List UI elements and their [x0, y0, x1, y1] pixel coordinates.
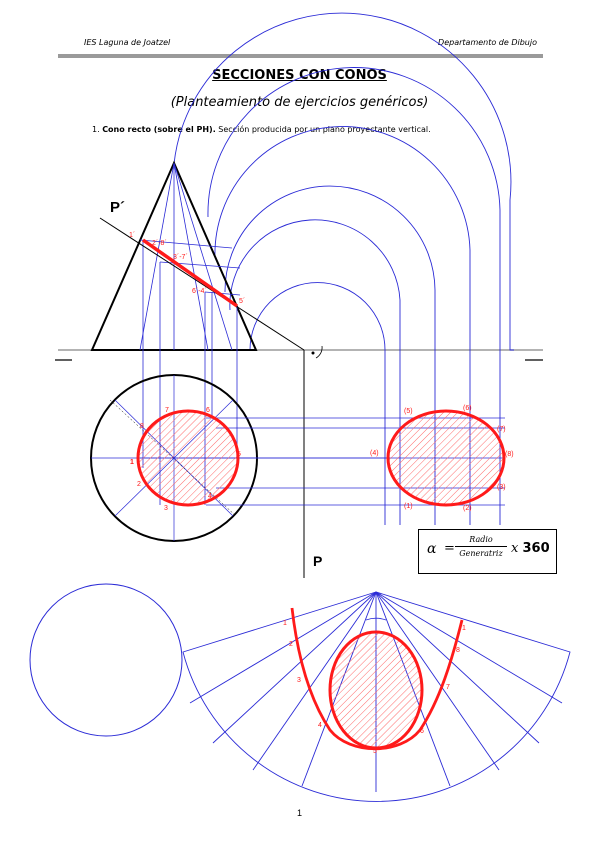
- dev-label-6: 6: [420, 728, 424, 735]
- rotation-arcs: [173, 12, 514, 525]
- true-label-6: (6): [463, 405, 472, 412]
- formula-fraction: Radio Generatriz: [455, 535, 507, 558]
- dev-label-2: 2: [289, 641, 293, 648]
- section-true-shape: [386, 409, 506, 507]
- formula-equals: =: [444, 541, 455, 556]
- true-label-4: (4): [370, 450, 379, 457]
- right-angle-dot: [311, 351, 315, 355]
- exercise-bold-text: Cono recto (sobre el PH).: [102, 125, 216, 134]
- exercise-text: Sección producida por un plano proyectan…: [215, 125, 431, 134]
- plan-label-5: 5: [237, 451, 241, 458]
- formula-denominator: Generatriz: [459, 549, 503, 558]
- dev-label-3: 3: [297, 677, 301, 684]
- formula-alpha: α: [427, 541, 437, 557]
- true-label-8: (8): [505, 451, 514, 458]
- page-number: 1: [296, 808, 302, 818]
- header-department: Departamento de Dibujo: [438, 38, 537, 47]
- exercise-number: 1.: [92, 125, 100, 134]
- formula-times: x: [511, 541, 519, 556]
- true-label-7: (7): [497, 426, 506, 433]
- true-label-3: (3): [497, 484, 506, 491]
- elev-label-6-4: 6´-4´: [192, 288, 207, 295]
- plane-label-p: P: [313, 553, 323, 569]
- page-subtitle: (Planteamiento de ejercicios genéricos): [170, 95, 429, 110]
- formula-numerator: Radio: [455, 535, 507, 547]
- plan-label-6: 6: [206, 407, 210, 414]
- section-plan: [136, 409, 240, 507]
- dev-label-7: 7: [446, 684, 450, 691]
- development-sector: [182, 591, 571, 802]
- plan-label-2: 2: [137, 481, 141, 488]
- dev-label-8: 8: [456, 647, 460, 654]
- right-angle-arc: [315, 345, 323, 359]
- dev-label-1-end: 1: [462, 625, 466, 632]
- development-angle-formula: α = Radio Generatriz x 360: [418, 529, 557, 574]
- true-label-5: (5): [404, 408, 413, 415]
- development-curve: [290, 607, 464, 750]
- plan-label-1: 1: [130, 459, 134, 466]
- dev-label-4: 4: [318, 722, 322, 729]
- elev-label-3-7: 3´-7´: [173, 254, 188, 261]
- plan-label-8: 8: [140, 423, 144, 430]
- true-label-2: (2): [463, 505, 472, 512]
- dev-label-5: 5: [373, 748, 377, 755]
- plan-label-7: 7: [165, 407, 169, 414]
- plan-label-3: 3: [164, 505, 168, 512]
- true-label-1: (1): [404, 503, 413, 510]
- elev-label-2-8: 2´-8´: [152, 240, 167, 247]
- formula-value: 360: [522, 541, 550, 556]
- development-section: [328, 630, 424, 750]
- plane-trace-vertical: [99, 217, 305, 351]
- section-line-elevation: [141, 238, 239, 308]
- development-base-circle: [29, 583, 183, 737]
- plane-label-p-prime: P´: [110, 199, 125, 216]
- page-title: SECCIONES CON CONOS: [212, 68, 387, 83]
- elev-label-5: 5´: [239, 298, 246, 305]
- dev-label-1: 1: [283, 620, 287, 627]
- header-rule: [58, 54, 543, 58]
- plan-label-4: 4: [208, 493, 212, 500]
- exercise-statement: 1. Cono recto (sobre el PH). Sección pro…: [92, 125, 431, 134]
- header-school: IES Laguna de Joatzel: [84, 38, 171, 47]
- formula-multiplier: x 360: [511, 541, 550, 556]
- elev-label-1: 1´: [129, 232, 136, 239]
